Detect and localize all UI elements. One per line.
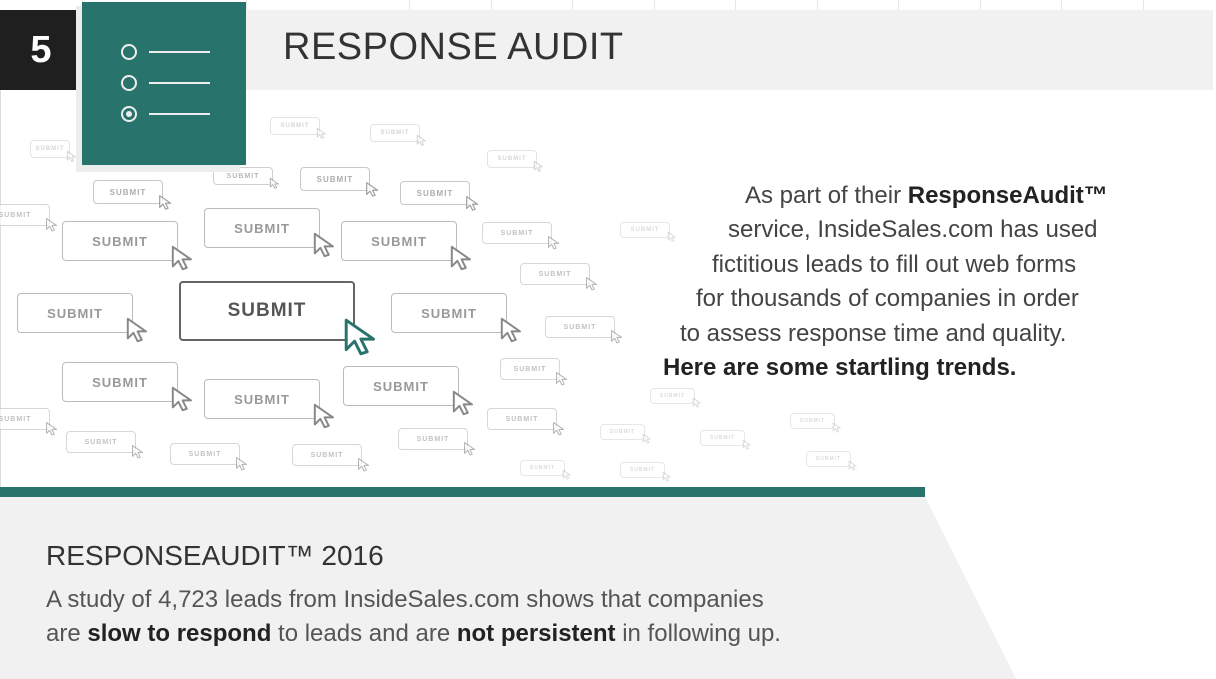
submit-button: SUBMIT xyxy=(700,430,745,446)
grid-line xyxy=(898,0,899,10)
cursor-icon xyxy=(46,217,58,232)
submit-button: SUBMIT xyxy=(170,443,240,465)
cursor-icon xyxy=(692,397,701,408)
submit-button: SUBMIT xyxy=(270,117,320,135)
submit-button: SUBMIT xyxy=(482,222,552,244)
cursor-icon xyxy=(313,233,334,258)
grid-line xyxy=(654,0,655,10)
submit-button: SUBMIT xyxy=(520,263,590,285)
submit-button: SUBMIT xyxy=(400,181,470,205)
grid-line xyxy=(246,0,247,10)
submit-button: SUBMIT xyxy=(0,204,50,226)
cursor-icon xyxy=(553,421,565,436)
submit-button: SUBMIT xyxy=(500,358,560,380)
intro-line-1: As part of their ResponseAudit™ xyxy=(745,182,1108,209)
study-line-2: are slow to respond to leads and are not… xyxy=(46,620,781,647)
cursor-icon xyxy=(366,181,379,197)
submit-button: SUBMIT xyxy=(391,293,507,333)
cursor-icon xyxy=(345,318,376,356)
submit-button: SUBMIT xyxy=(62,221,178,261)
intro-line-2: service, InsideSales.com has used xyxy=(728,216,1098,243)
grid-line xyxy=(1143,0,1144,10)
submit-button: SUBMIT xyxy=(620,462,665,478)
cursor-icon xyxy=(270,178,280,190)
cursor-icon xyxy=(667,231,676,242)
submit-button: SUBMIT xyxy=(487,408,557,430)
cursor-icon xyxy=(132,444,144,459)
page-title: RESPONSE AUDIT xyxy=(283,26,624,68)
grid-line xyxy=(491,0,492,10)
study-title: RESPONSEAUDIT™ 2016 xyxy=(46,540,384,571)
cursor-icon xyxy=(67,151,77,163)
cursor-icon xyxy=(642,433,651,444)
submit-button: SUBMIT xyxy=(620,222,670,238)
cursor-icon xyxy=(171,387,192,412)
submit-button: SUBMIT xyxy=(370,124,420,142)
study-line-1: A study of 4,723 leads from InsideSales.… xyxy=(46,586,764,613)
cursor-icon xyxy=(548,235,560,250)
form-radio-list-icon xyxy=(82,2,246,165)
cursor-icon xyxy=(171,246,192,271)
intro-line-5: to assess response time and quality. xyxy=(680,320,1067,347)
submit-button: SUBMIT xyxy=(343,366,459,406)
cursor-icon xyxy=(317,128,327,140)
submit-button: SUBMIT xyxy=(300,167,370,191)
submit-button: SUBMIT xyxy=(62,362,178,402)
divider xyxy=(0,90,1,490)
submit-button: SUBMIT xyxy=(292,444,362,466)
submit-button: SUBMIT xyxy=(806,451,851,467)
submit-button: SUBMIT xyxy=(66,431,136,453)
submit-button-main: SUBMIT xyxy=(179,281,355,341)
intro-line-4: for thousands of companies in order xyxy=(696,285,1079,312)
cursor-icon xyxy=(358,457,370,472)
grid-line xyxy=(735,0,736,10)
cursor-icon xyxy=(46,421,58,436)
submit-button: SUBMIT xyxy=(17,293,133,333)
section-number: 5 xyxy=(0,10,82,90)
cursor-icon xyxy=(500,318,521,343)
header-band xyxy=(246,10,1213,90)
submit-button: SUBMIT xyxy=(545,316,615,338)
cursor-icon xyxy=(832,422,841,433)
submit-button: SUBMIT xyxy=(204,379,320,419)
grid-line xyxy=(1061,0,1062,10)
submit-button: SUBMIT xyxy=(487,150,537,168)
submit-button: SUBMIT xyxy=(650,388,695,404)
grid-line xyxy=(817,0,818,10)
cursor-icon xyxy=(126,318,147,343)
cursor-icon xyxy=(848,460,857,471)
submit-button: SUBMIT xyxy=(790,413,835,429)
submit-button: SUBMIT xyxy=(30,140,70,158)
study-panel xyxy=(0,497,1016,679)
cursor-icon xyxy=(452,391,473,416)
cursor-icon xyxy=(159,194,172,210)
teal-divider-bar xyxy=(0,487,925,497)
submit-button: SUBMIT xyxy=(398,428,468,450)
cursor-icon xyxy=(556,371,568,386)
cursor-icon xyxy=(534,161,544,173)
cursor-icon xyxy=(466,195,479,211)
cursor-icon xyxy=(236,456,248,471)
grid-line xyxy=(980,0,981,10)
cursor-icon xyxy=(662,471,671,482)
cursor-icon xyxy=(464,441,476,456)
submit-button: SUBMIT xyxy=(600,424,645,440)
cursor-icon xyxy=(417,135,427,147)
grid-line xyxy=(572,0,573,10)
submit-button: SUBMIT xyxy=(0,408,50,430)
intro-highlight: Here are some startling trends. xyxy=(663,354,1017,381)
grid-line xyxy=(409,0,410,10)
cursor-icon xyxy=(562,469,571,480)
cursor-icon xyxy=(586,276,598,291)
cursor-icon xyxy=(450,246,471,271)
cursor-icon xyxy=(313,404,334,429)
submit-button: SUBMIT xyxy=(520,460,565,476)
cursor-icon xyxy=(742,439,751,450)
submit-button: SUBMIT xyxy=(93,180,163,204)
submit-button: SUBMIT xyxy=(204,208,320,248)
submit-button: SUBMIT xyxy=(341,221,457,261)
cursor-icon xyxy=(611,329,623,344)
intro-line-3: fictitious leads to fill out web forms xyxy=(712,251,1077,278)
